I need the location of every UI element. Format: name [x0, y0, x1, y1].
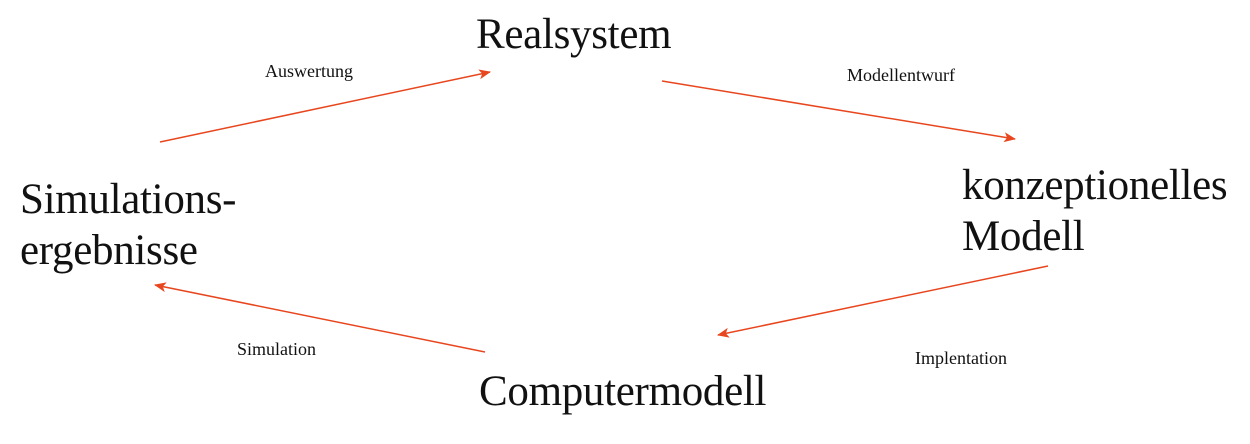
node-konzeptionelles-modell: konzeptionelles Modell	[962, 160, 1228, 262]
edge-label-modellentwurf: Modellentwurf	[847, 65, 955, 85]
node-konzept-line1: konzeptionelles	[962, 162, 1228, 209]
node-computermodell: Computermodell	[479, 367, 767, 416]
edge-label-simulation: Simulation	[237, 339, 317, 359]
node-simulationsergebnisse: Simulations- ergebnisse	[20, 174, 236, 276]
edge-label-auswertung: Auswertung	[265, 61, 353, 81]
node-konzept-line2: Modell	[962, 213, 1085, 260]
edge-label-implentation: Implentation	[915, 348, 1007, 368]
arrow-sim-to-realsystem	[159, 69, 491, 143]
node-realsystem-label: Realsystem	[476, 11, 672, 58]
arrow-realsystem-to-konzept	[661, 80, 1016, 143]
node-computermodell-label: Computermodell	[479, 368, 767, 415]
node-realsystem: Realsystem	[476, 10, 672, 59]
arrow-konzept-to-computer	[717, 265, 1049, 338]
arrow-computer-to-sim	[154, 282, 486, 353]
node-sim-line2: ergebnisse	[20, 227, 198, 274]
node-sim-line1: Simulations-	[20, 176, 237, 223]
